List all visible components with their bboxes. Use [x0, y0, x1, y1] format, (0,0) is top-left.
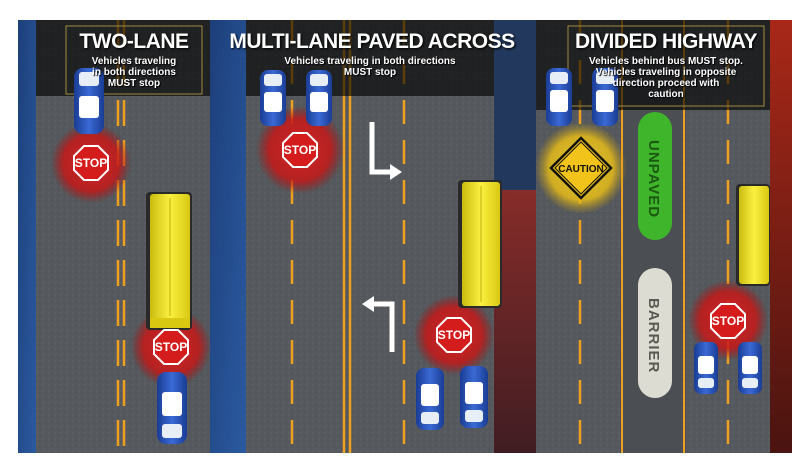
stop-sign-icon-5: STOP [710, 303, 746, 339]
svg-text:STOP: STOP [284, 143, 316, 157]
panel-subtitle-two-lane-line-1: Vehicles traveling [91, 56, 177, 67]
svg-text:STOP: STOP [155, 340, 187, 354]
header-outline-1 [65, 25, 203, 95]
header-bar-2 [246, 20, 494, 96]
right-turn-arrow-icon [369, 122, 392, 175]
header-bar-3 [536, 20, 770, 110]
panel-subtitle-divided-line-2: Vehicles traveling in opposite [595, 67, 737, 78]
car-1 [74, 68, 104, 134]
lane-markings-3 [578, 20, 730, 453]
car-4 [306, 70, 332, 126]
school-bus-3 [736, 184, 770, 286]
centre-lane-markings-1 [116, 20, 126, 453]
svg-text:STOP: STOP [438, 328, 470, 342]
panel-subtitle-multi-lane-line-1: Vehicles traveling in both directions [284, 56, 456, 67]
car-5 [416, 368, 444, 430]
left-turn-arrow-icon [372, 301, 395, 352]
panel-title-multi-lane: MULTI-LANE PAVED ACROSS [229, 30, 515, 53]
panel-title-divided-highway: DIVIDED HIGHWAY [575, 30, 757, 53]
school-bus-2 [458, 180, 502, 308]
car-7 [546, 68, 572, 126]
left-edge-backdrop [18, 20, 36, 453]
panel-subtitle-divided-line-3: direction proceed with [612, 78, 720, 89]
right-turn-arrowhead-icon [390, 164, 402, 180]
stop-sign-icon-3: STOP [282, 132, 318, 168]
school-bus-1 [146, 192, 192, 330]
panel-subtitle-divided-line-4: caution [648, 89, 684, 100]
panel-subtitle-divided-line-1: Vehicles behind bus MUST stop. [589, 56, 743, 67]
svg-text:CAUTION: CAUTION [558, 164, 604, 175]
right-edge-backdrop [770, 20, 792, 453]
divider-backdrop-1 [210, 20, 246, 453]
stop-sign-icon-1: STOP [73, 145, 109, 181]
unpaved-label: UNPAVED [645, 140, 662, 219]
car-3 [260, 70, 286, 126]
stop-sign-icon-4: STOP [436, 317, 472, 353]
panel-title-two-lane: TWO-LANE [79, 30, 189, 53]
header-bar-1 [36, 20, 210, 96]
car-9 [694, 342, 718, 394]
barrier-median [638, 268, 672, 398]
svg-text:STOP: STOP [75, 156, 107, 170]
car-2 [157, 372, 187, 444]
panel-subtitle-multi-lane-line-2: MUST stop [343, 67, 397, 78]
car-8 [592, 68, 618, 126]
panel-subtitle-two-lane-line-3: MUST stop [107, 78, 161, 89]
caution-sign-icon: CAUTION [549, 136, 613, 200]
left-turn-arrowhead-icon [362, 296, 374, 312]
header-outline-3 [567, 25, 765, 107]
car-6 [460, 366, 488, 428]
unpaved-median [638, 112, 672, 240]
barrier-label: BARRIER [645, 298, 662, 374]
svg-text:STOP: STOP [712, 314, 744, 328]
car-10 [738, 342, 762, 394]
panel-subtitle-two-lane-line-2: in both directions [92, 67, 176, 78]
stop-sign-icon-2: STOP [153, 329, 189, 365]
